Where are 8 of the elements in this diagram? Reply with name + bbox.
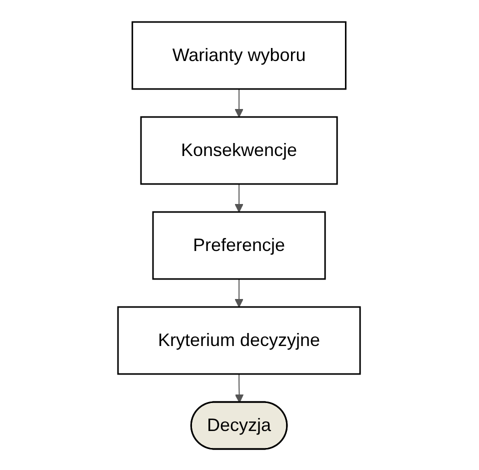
- node-box: Warianty wyboru: [132, 20, 347, 90]
- arrow: [235, 373, 244, 402]
- node-box: Preferencje: [152, 210, 326, 280]
- node-box: Kryterium decyzyjne: [118, 306, 362, 374]
- arrow: [235, 183, 244, 212]
- arrow: [235, 88, 244, 117]
- node-box: Konsekwencje: [140, 116, 338, 184]
- arrow: [235, 278, 244, 307]
